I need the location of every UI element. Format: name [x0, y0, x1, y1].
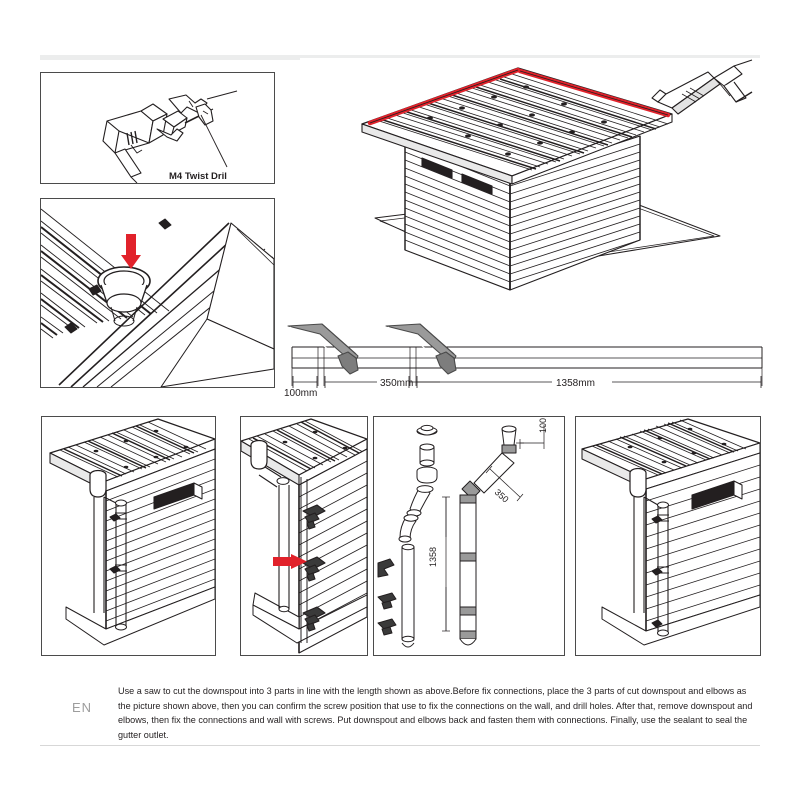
- panel-drill-detail: M4 Twist Dril: [40, 72, 275, 184]
- header-band: [40, 55, 760, 60]
- parts-dim-100-label: 100: [538, 418, 548, 433]
- footer-divider: [40, 745, 760, 746]
- caulking-gun-icon: [651, 59, 753, 115]
- language-tag: EN: [72, 700, 93, 715]
- panel-gutter-outlet-detail: [40, 198, 275, 388]
- panel-downspout-finished: [575, 416, 761, 656]
- parts-dim-350-label: 350: [493, 487, 511, 504]
- parts-dim-1358-label: 1358: [428, 547, 438, 567]
- drill-label: M4 Twist Dril: [169, 171, 227, 182]
- dim-100-label: 100mm: [284, 388, 317, 399]
- dim-350-label: 350mm: [380, 378, 413, 389]
- red-arrow-right-icon: [273, 554, 307, 569]
- caption-block: EN Use a saw to cut the downspout into 3…: [40, 678, 760, 753]
- panel-downspout-assembled: [41, 416, 216, 656]
- dim-1358-label: 1358mm: [556, 378, 595, 389]
- panel-wall-brackets: [240, 416, 368, 656]
- red-arrow-down-icon: [121, 234, 141, 269]
- panel-shed-sealant: [300, 58, 770, 308]
- instruction-text: Use a saw to cut the downspout into 3 pa…: [118, 686, 753, 741]
- panel-dimension-drawing: 100mm 350mm 1358mm: [282, 300, 778, 400]
- panel-parts-exploded: 1358 350 100: [373, 416, 565, 656]
